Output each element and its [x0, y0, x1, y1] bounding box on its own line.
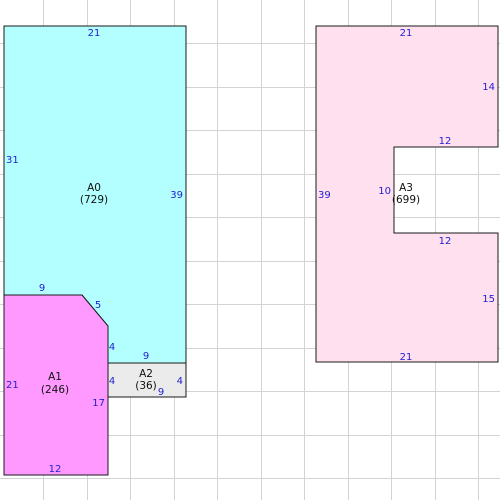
- area-a1: A1 (246) 21 12 17: [3, 294, 109, 476]
- area-a3-shape: [315, 25, 499, 363]
- area-a3-dim-inner-side: 10: [378, 186, 391, 197]
- area-a0-dim-notch-side: 4: [109, 342, 115, 353]
- area-a2-name: A2: [139, 368, 153, 380]
- area-a2-dim-bottom: 9: [158, 387, 164, 398]
- area-a1-dim-left: 21: [6, 380, 19, 391]
- area-a2-shape: [107, 362, 187, 398]
- area-a3: A3 (699) 21 14 12 10 12 15 21 39: [315, 25, 499, 363]
- area-a3-dim-inner-bottom: 12: [439, 236, 452, 247]
- area-a2-dim-right: 4: [177, 376, 183, 387]
- area-a0-name: A0: [87, 182, 101, 194]
- area-a1-name: A1: [48, 371, 62, 383]
- area-a0-value: (729): [80, 194, 108, 206]
- area-a0-dim-notch-diagonal: 5: [95, 300, 101, 311]
- area-a2-dim-left: 4: [109, 376, 115, 387]
- area-a3-dim-inner-top: 12: [439, 136, 452, 147]
- area-a3-dim-top: 21: [400, 28, 413, 39]
- area-a3-value: (699): [392, 194, 420, 206]
- area-a0-dim-top: 21: [88, 28, 101, 39]
- area-a0-dim-left: 31: [6, 155, 19, 166]
- area-a1-dim-right: 17: [92, 398, 105, 409]
- area-a2-value: (36): [135, 380, 157, 392]
- area-a3-name: A3: [399, 182, 413, 194]
- area-a3-dim-bottom-right: 15: [482, 294, 495, 305]
- area-a3-dim-left: 39: [318, 190, 331, 201]
- area-a0-dim-right: 39: [170, 190, 183, 201]
- area-a0-dim-bottom: 9: [143, 351, 149, 362]
- area-a3-dim-top-right: 14: [482, 82, 495, 93]
- area-a1-value: (246): [41, 384, 69, 396]
- area-a2: A2 (36) 4 4 9: [107, 362, 187, 398]
- area-a0-dim-notch-top: 9: [39, 283, 45, 294]
- area-a3-dim-bottom: 21: [400, 352, 413, 363]
- area-a1-shape: [3, 294, 109, 476]
- area-a1-dim-bottom: 12: [49, 464, 62, 475]
